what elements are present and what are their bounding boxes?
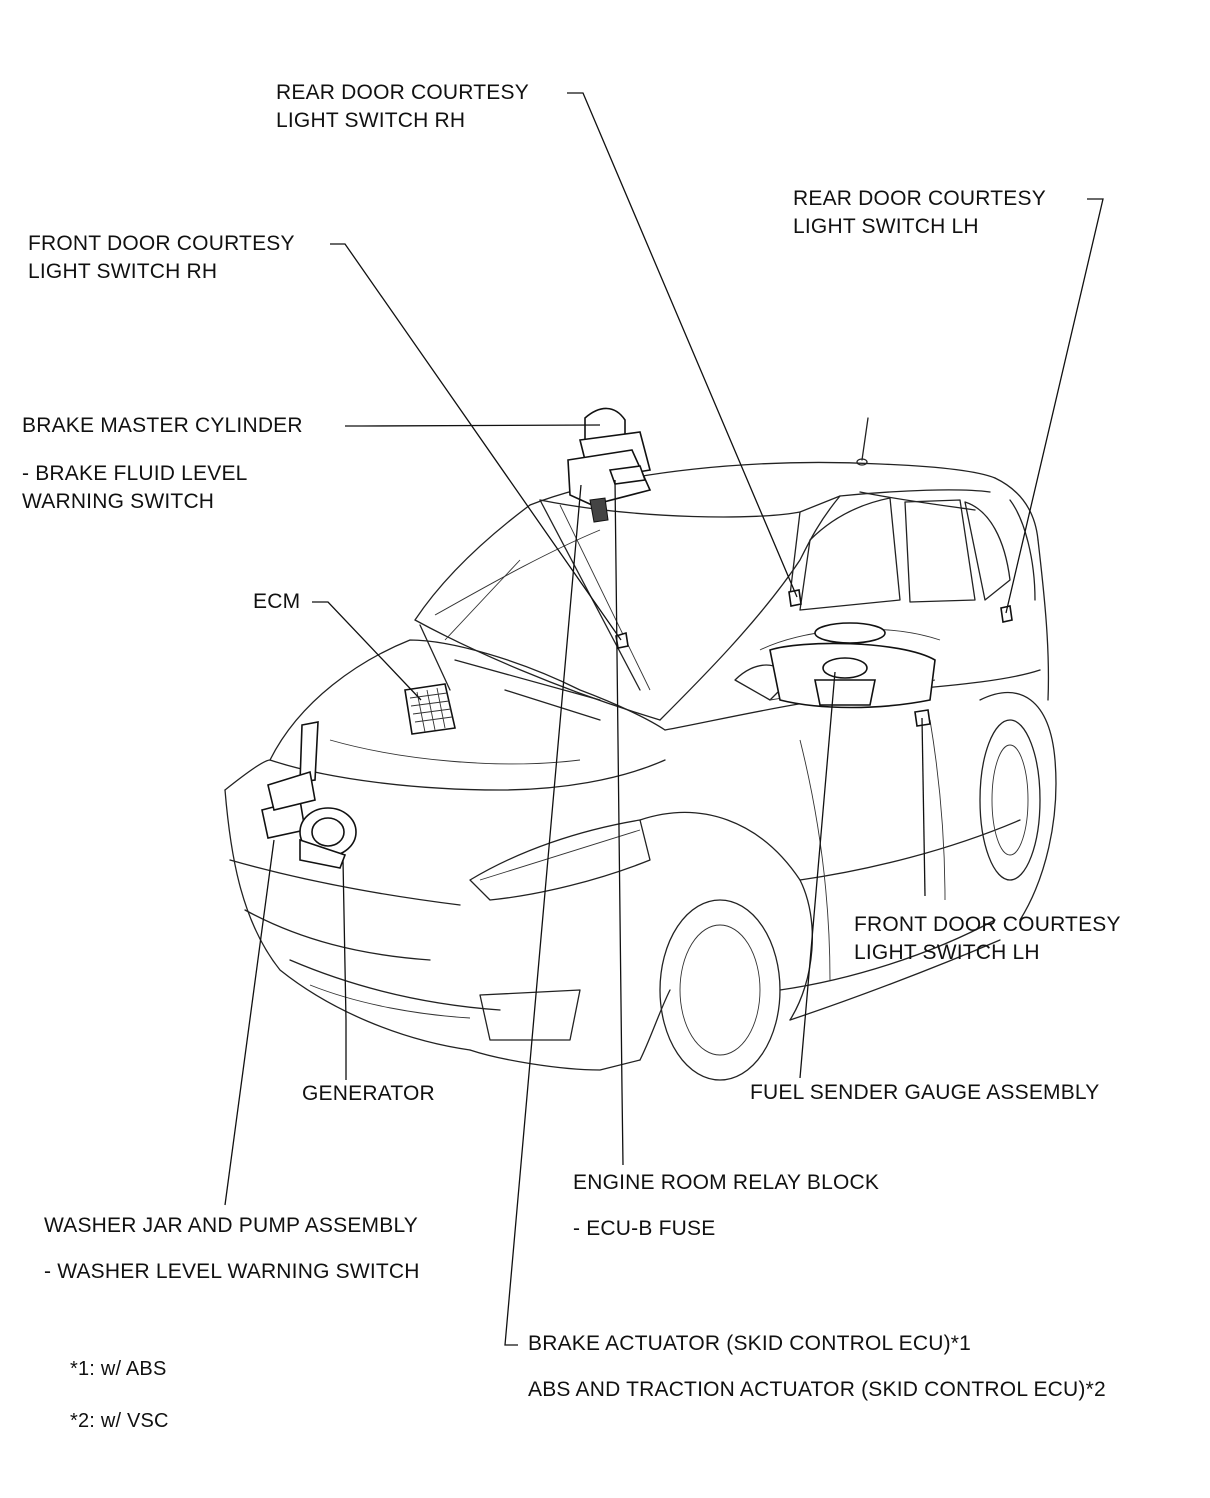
leader-front-door-lh xyxy=(921,717,926,897)
footnote-2: *2: w/ VSC xyxy=(70,1410,169,1432)
leader-front-door-rh xyxy=(330,243,622,641)
label-washer-level-warning-switch: - WASHER LEVEL WARNING SWITCH xyxy=(44,1260,420,1283)
footnote-1: *1: w/ ABS xyxy=(70,1358,167,1380)
generator-unit xyxy=(299,807,357,869)
brake-actuator-unit xyxy=(567,449,652,523)
label-abs-traction-actuator: ABS AND TRACTION ACTUATOR (SKID CONTROL … xyxy=(528,1378,1106,1401)
leader-ecm xyxy=(312,601,422,701)
leader-engine-relay xyxy=(614,479,624,1166)
label-fuel-sender-gauge-assembly: FUEL SENDER GAUGE ASSEMBLY xyxy=(750,1081,1100,1104)
label-line: - BRAKE FLUID LEVEL xyxy=(22,462,248,485)
label-brake-fluid-level-warning-switch: - BRAKE FLUID LEVEL WARNING SWITCH xyxy=(22,460,248,516)
label-front-door-courtesy-switch-lh: FRONT DOOR COURTESY LIGHT SWITCH LH xyxy=(854,911,1121,967)
label-engine-room-relay-block: ENGINE ROOM RELAY BLOCK xyxy=(573,1171,880,1194)
vehicle-outline xyxy=(224,417,1057,1081)
label-ecu-b-fuse: - ECU-B FUSE xyxy=(573,1217,716,1240)
label-brake-actuator: BRAKE ACTUATOR (SKID CONTROL ECU)*1 xyxy=(528,1332,972,1355)
leader-washer-jar xyxy=(224,839,275,1206)
component-shapes xyxy=(261,407,1013,869)
leader-brake-master xyxy=(345,424,601,427)
leader-generator xyxy=(342,859,347,1080)
fuel-sender-unit xyxy=(769,622,936,709)
label-line: REAR DOOR COURTESY xyxy=(793,187,1046,210)
leader-brake-actuator xyxy=(504,484,582,1346)
label-line: LIGHT SWITCH RH xyxy=(276,109,466,132)
label-line: FRONT DOOR COURTESY xyxy=(28,232,295,255)
label-front-door-courtesy-switch-rh: FRONT DOOR COURTESY LIGHT SWITCH RH xyxy=(28,230,295,286)
label-generator: GENERATOR xyxy=(302,1082,435,1105)
label-line: FRONT DOOR COURTESY xyxy=(854,913,1121,936)
label-washer-jar-and-pump-assembly: WASHER JAR AND PUMP ASSEMBLY xyxy=(44,1214,418,1237)
label-brake-master-cylinder: BRAKE MASTER CYLINDER xyxy=(22,414,303,437)
label-line: WARNING SWITCH xyxy=(22,490,215,513)
leader-rear-door-rh xyxy=(567,92,798,598)
label-ecm: ECM xyxy=(253,590,301,613)
label-rear-door-courtesy-switch-lh: REAR DOOR COURTESY LIGHT SWITCH LH xyxy=(793,185,1046,241)
label-line: LIGHT SWITCH RH xyxy=(28,260,218,283)
leader-lines xyxy=(224,92,1104,1346)
label-line: REAR DOOR COURTESY xyxy=(276,81,529,104)
label-line: LIGHT SWITCH LH xyxy=(793,215,979,238)
label-line: LIGHT SWITCH LH xyxy=(854,941,1040,964)
washer-jar-unit xyxy=(261,721,319,839)
leader-rear-door-lh xyxy=(1005,198,1104,614)
leader-fuel-sender xyxy=(799,671,836,1079)
label-rear-door-courtesy-switch-rh: REAR DOOR COURTESY LIGHT SWITCH RH xyxy=(276,79,529,135)
